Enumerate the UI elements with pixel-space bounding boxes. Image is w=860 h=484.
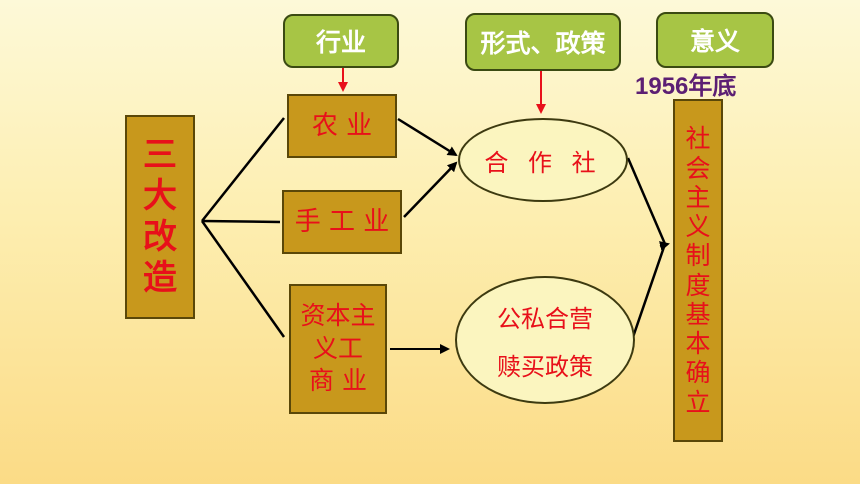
sector-capitalist-line: 资本主 <box>300 301 376 331</box>
result-char: 义 <box>685 212 711 241</box>
result-char: 主 <box>685 182 711 212</box>
sector-agriculture: 农 业 <box>287 94 397 158</box>
main-char: 改 <box>143 217 177 257</box>
result-char: 确 <box>685 358 711 388</box>
form-joint-venture-label: 公私合营 <box>497 304 593 333</box>
result-char: 制 <box>685 241 711 271</box>
arrow-into-result <box>659 241 670 251</box>
sector-capitalist: 资本主 义工 商 业 <box>289 284 387 414</box>
header-industry-label: 行业 <box>315 28 366 57</box>
form-cooperative-label: 合 作 社 <box>484 148 602 177</box>
arrow-agriculture-to-cooperative <box>397 117 458 157</box>
form-cooperative: 合 作 社 <box>458 118 628 202</box>
header-significance: 意义 <box>656 12 774 68</box>
main-three-transformations: 三 大 改 造 <box>125 115 195 319</box>
header-industry: 行业 <box>283 14 399 68</box>
result-char: 立 <box>685 387 711 417</box>
result-char: 会 <box>685 153 711 183</box>
header-significance-label: 意义 <box>689 27 740 56</box>
result-char: 基 <box>685 299 711 329</box>
branch-to-handicraft <box>201 219 281 224</box>
sector-capitalist-line: 商 业 <box>309 366 367 396</box>
branch-to-capitalist <box>200 220 286 338</box>
branch-to-agriculture <box>201 117 285 222</box>
result-char: 社 <box>685 124 711 154</box>
result-socialist-system: 社 会 主 义 制 度 基 本 确 立 <box>673 99 723 442</box>
form-joint-venture: 公私合营 赎买政策 <box>455 276 635 404</box>
sector-handicraft-label: 手 工 业 <box>294 206 390 237</box>
header-form-policy: 形式、政策 <box>465 13 621 71</box>
timing-label: 1956年底 <box>635 73 737 100</box>
form-redemption-label: 赎买政策 <box>497 352 593 381</box>
main-char: 三 <box>143 135 177 176</box>
result-char: 本 <box>685 329 711 358</box>
result-char: 度 <box>685 270 711 300</box>
line-cooperative-to-result <box>626 157 667 245</box>
line-jointventure-to-result <box>630 243 667 341</box>
header-form-policy-label: 形式、政策 <box>480 29 606 58</box>
arrow-handicraft-to-cooperative <box>403 161 458 218</box>
sector-handicraft: 手 工 业 <box>282 190 402 254</box>
main-char: 造 <box>143 257 177 298</box>
main-char: 大 <box>143 176 177 217</box>
sector-agriculture-label: 农 业 <box>311 110 373 141</box>
sector-capitalist-line: 义工 <box>312 333 363 363</box>
